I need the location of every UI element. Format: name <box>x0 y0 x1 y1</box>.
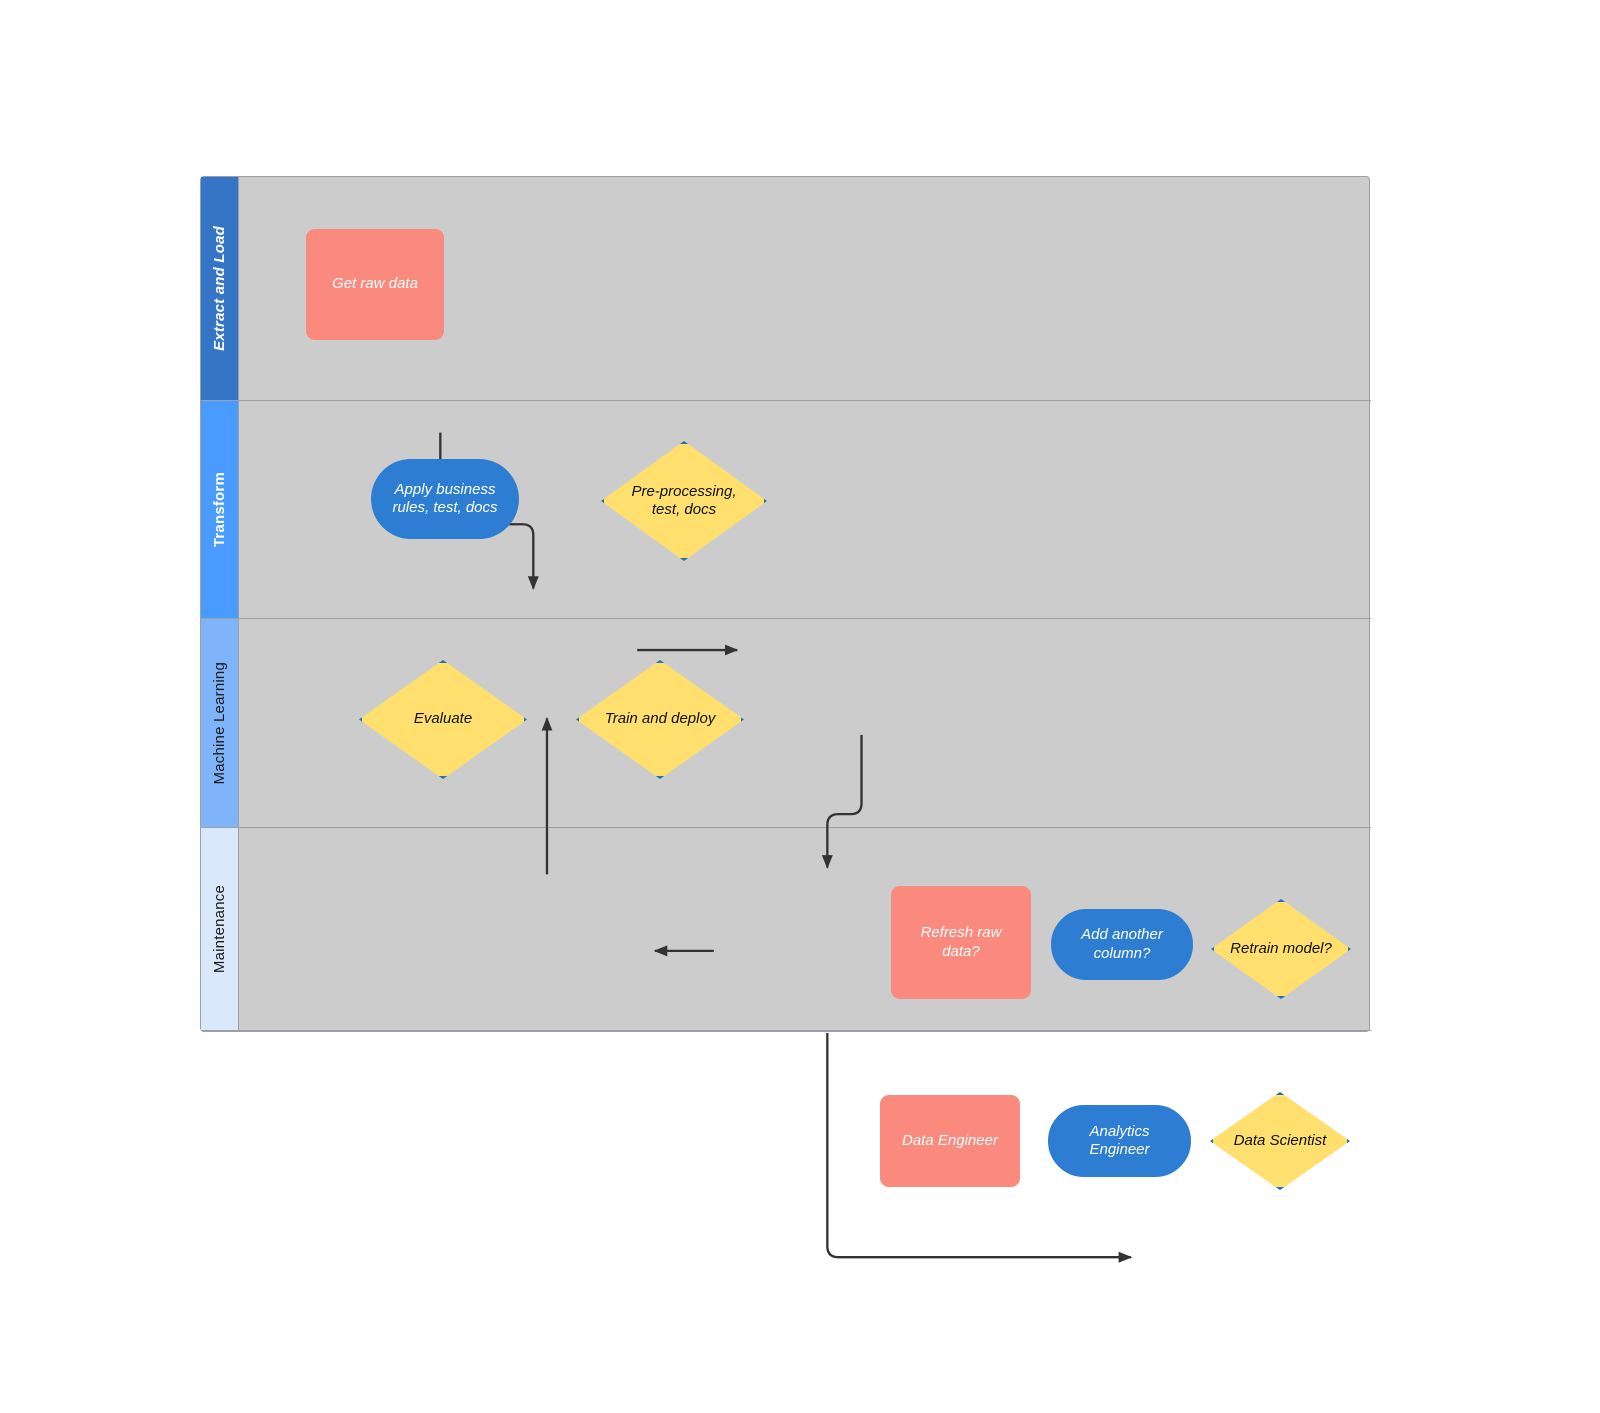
node-add-another-column[interactable]: Add another column? <box>1051 909 1193 980</box>
lane-label-extract-and-load: Extract and Load <box>211 226 228 351</box>
node-label-train-and-deploy: Train and deploy <box>604 710 716 728</box>
node-label-retrain-model: Retrain model? <box>1230 939 1332 957</box>
legend-label-analytics-engineer: Analytics Engineer <box>1089 1123 1150 1158</box>
lane-header-transform: Transform <box>201 401 239 618</box>
node-evaluate[interactable]: Evaluate <box>359 660 527 779</box>
node-label-evaluate: Evaluate <box>413 710 473 728</box>
node-train-and-deploy[interactable]: Train and deploy <box>576 660 744 779</box>
lane-header-maintenance: Maintenance <box>201 828 239 1030</box>
node-label-pre-processing: Pre-processing, test, docs <box>631 482 737 518</box>
lane-header-extract-and-load: Extract and Load <box>201 177 239 400</box>
lane-label-machine-learning: Machine Learning <box>211 661 228 785</box>
legend-item-data-scientist: Data Scientist <box>1210 1092 1350 1190</box>
node-retrain-model[interactable]: Retrain model? <box>1211 899 1351 999</box>
lane-extract-and-load: Extract and Load <box>201 177 1371 401</box>
legend-label-data-engineer: Data Engineer <box>902 1132 998 1149</box>
lane-machine-learning: Machine Learning <box>201 619 1371 828</box>
legend: Data Engineer Analytics Engineer Data Sc… <box>880 1090 1360 1190</box>
lane-body-maintenance <box>239 828 1371 1030</box>
node-apply-business-rules[interactable]: Apply business rules, test, docs <box>371 459 519 539</box>
lane-transform: Transform <box>201 401 1371 619</box>
swimlane-diagram: Extract and Load Transform Machine Learn… <box>200 176 1371 1263</box>
lane-maintenance: Maintenance <box>201 828 1371 1031</box>
node-refresh-raw-data[interactable]: Refresh raw data? <box>891 886 1031 999</box>
legend-item-analytics-engineer: Analytics Engineer <box>1048 1105 1191 1177</box>
lane-header-machine-learning: Machine Learning <box>201 619 239 827</box>
node-label-add-another-column: Add another column? <box>1081 926 1163 962</box>
node-label-refresh-raw-data: Refresh raw data? <box>920 924 1002 960</box>
lane-label-maintenance: Maintenance <box>211 884 228 974</box>
node-get-raw-data[interactable]: Get raw data <box>306 229 444 340</box>
lane-label-transform: Transform <box>211 471 228 548</box>
legend-label-data-scientist: Data Scientist <box>1233 1131 1327 1149</box>
legend-item-data-engineer: Data Engineer <box>880 1095 1020 1187</box>
node-pre-processing[interactable]: Pre-processing, test, docs <box>601 441 767 561</box>
node-label-apply-business-rules: Apply business rules, test, docs <box>392 480 498 516</box>
node-label-get-raw-data: Get raw data <box>332 275 418 293</box>
